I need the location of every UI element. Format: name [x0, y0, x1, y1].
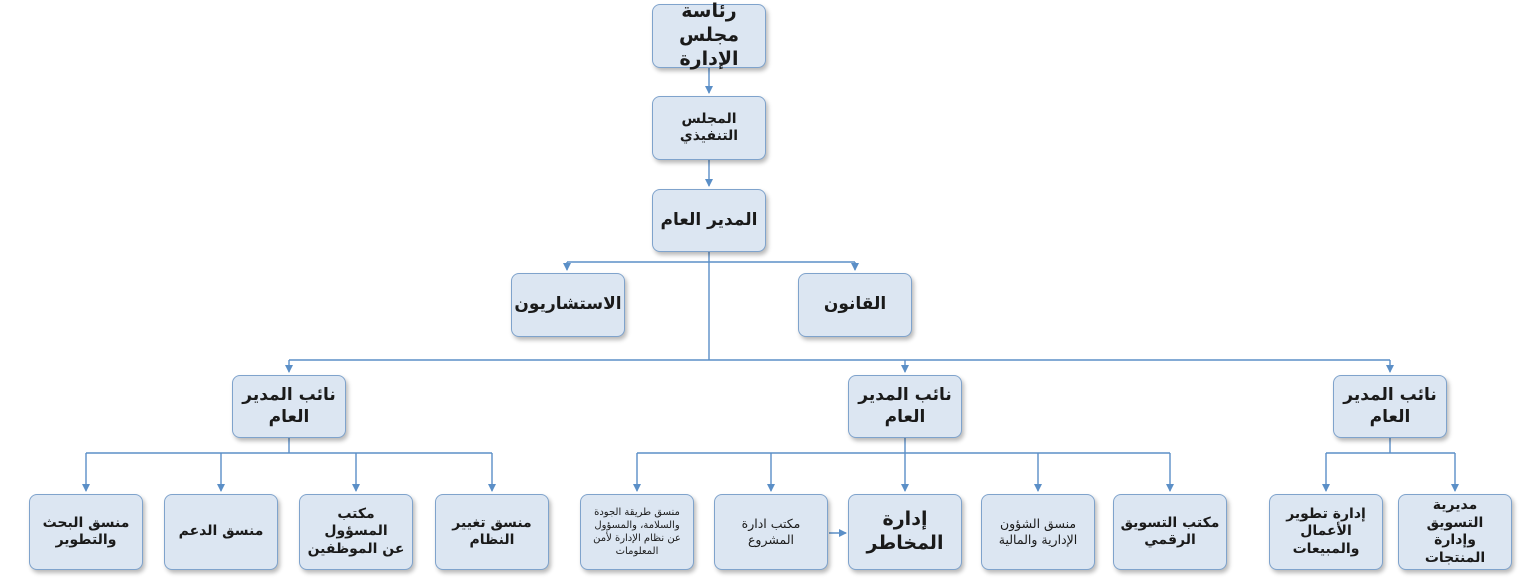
- node-label: إدارة المخاطر: [866, 508, 944, 554]
- node-label: رئاسة مجلس الإدارة: [678, 0, 740, 70]
- node-admin-finance[interactable]: منسق الشؤون الإدارية والمالية: [981, 494, 1095, 570]
- node-business-sales[interactable]: إدارة تطوير الأعمال والمبيعات: [1269, 494, 1383, 570]
- node-employee-officer[interactable]: مكتب المسؤول عن الموظفين: [299, 494, 413, 570]
- node-digital-marketing[interactable]: مكتب التسويق الرقمي: [1113, 494, 1227, 570]
- node-label: القانون: [823, 294, 887, 315]
- node-label: نائب المدير العام: [242, 385, 336, 427]
- node-label: منسق تغيير النظام: [452, 514, 532, 549]
- node-label: منسق البحث والتطوير: [42, 514, 130, 549]
- node-risk-management[interactable]: إدارة المخاطر: [848, 494, 962, 570]
- node-label: نائب المدير العام: [858, 385, 952, 427]
- node-label: مكتب المسؤول عن الموظفين: [307, 505, 405, 557]
- node-quality-safety[interactable]: منسق طريقة الجودة والسلامة، والمسؤول عن …: [580, 494, 694, 570]
- node-label: نائب المدير العام: [1343, 385, 1437, 427]
- node-law[interactable]: القانون: [798, 273, 912, 337]
- node-deputy-right[interactable]: نائب المدير العام: [1333, 375, 1447, 438]
- node-label: إدارة تطوير الأعمال والمبيعات: [1286, 505, 1366, 557]
- node-label: منسق طريقة الجودة والسلامة، والمسؤول عن …: [593, 507, 681, 557]
- node-label: مكتب ادارة المشروع: [741, 516, 801, 547]
- node-general-manager[interactable]: المدير العام: [652, 189, 766, 252]
- node-project-office[interactable]: مكتب ادارة المشروع: [714, 494, 828, 570]
- node-deputy-center[interactable]: نائب المدير العام: [848, 375, 962, 438]
- node-executive-council[interactable]: المجلس التنفيذي: [652, 96, 766, 160]
- node-label: المجلس التنفيذي: [679, 110, 739, 145]
- node-board-presidency[interactable]: رئاسة مجلس الإدارة: [652, 0, 766, 70]
- node-label: مديرية التسويق وإدارة المنتجات: [1424, 497, 1486, 566]
- node-label: منسق الدعم: [178, 523, 264, 540]
- node-label: منسق الشؤون الإدارية والمالية: [998, 516, 1078, 547]
- node-label: المدير العام: [660, 209, 758, 230]
- node-research-dev[interactable]: منسق البحث والتطوير: [29, 494, 143, 570]
- node-deputy-left[interactable]: نائب المدير العام: [232, 375, 346, 438]
- node-label: مكتب التسويق الرقمي: [1120, 514, 1220, 549]
- node-marketing-products[interactable]: مديرية التسويق وإدارة المنتجات: [1398, 494, 1512, 570]
- node-label: الاستشاريون: [514, 294, 622, 315]
- node-system-change[interactable]: منسق تغيير النظام: [435, 494, 549, 570]
- node-support[interactable]: منسق الدعم: [164, 494, 278, 570]
- node-consultants[interactable]: الاستشاريون: [511, 273, 625, 337]
